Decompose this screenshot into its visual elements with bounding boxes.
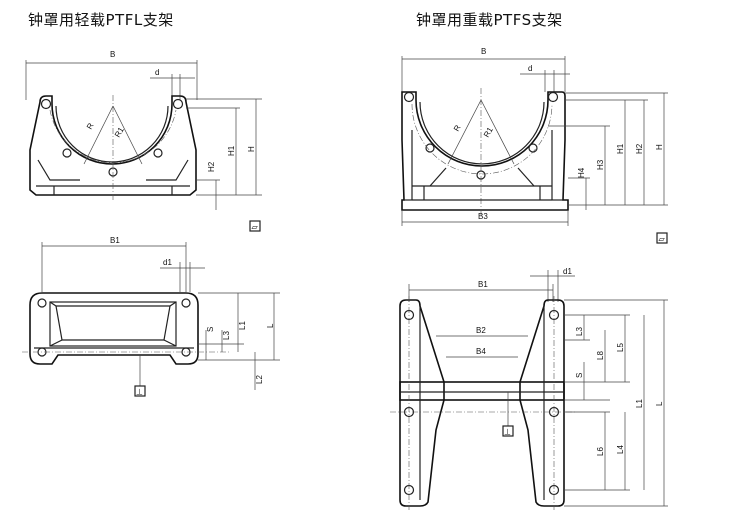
dim-d-right: d (528, 64, 532, 73)
ptfs-top-view: B1 d1 B2 B4 (390, 267, 668, 510)
dim-B1-right: B1 (478, 280, 488, 289)
dim-B3: B3 (478, 212, 488, 221)
dim-R: R (85, 121, 96, 131)
flatness-symbol-right: ▱ (659, 235, 666, 244)
dim-H1-right: H1 (616, 143, 625, 154)
dim-L6: L6 (596, 447, 605, 456)
dim-d: d (155, 68, 159, 77)
dim-S-left: S (206, 327, 215, 332)
dim-B-right: B (481, 47, 486, 56)
dim-H: H (247, 146, 256, 152)
dim-H4: H4 (577, 167, 586, 178)
dim-H-right: H (655, 144, 664, 150)
dim-R1-right: R1 (482, 125, 495, 139)
dim-L5: L5 (616, 343, 625, 352)
dim-L1-left: L1 (238, 321, 247, 330)
dim-d1-right: d1 (563, 267, 572, 276)
dim-R1: R1 (113, 125, 126, 139)
dim-H2-right: H2 (635, 143, 644, 154)
dim-H3: H3 (596, 159, 605, 170)
dim-B: B (110, 50, 115, 59)
dim-R-right: R (452, 123, 463, 133)
ptfs-front-view: B d R R1 B3 (401, 47, 668, 244)
perpendicular-symbol-left: ⊥ (136, 388, 143, 397)
dim-L2: L2 (255, 375, 264, 384)
dim-L-left: L (266, 323, 275, 328)
dim-S-right: S (575, 373, 584, 378)
dim-B4: B4 (476, 347, 486, 356)
dim-H2: H2 (207, 161, 216, 172)
dim-d1: d1 (163, 258, 172, 267)
ptfl-top-view: B1 d1 S L3 L1 L2 L ⊥ (22, 236, 280, 397)
title-light-bracket: 钟罩用轻载PTFL支架 (28, 11, 174, 29)
dim-B1: B1 (110, 236, 120, 245)
dim-L4: L4 (616, 445, 625, 454)
title-heavy-bracket: 钟罩用重载PTFS支架 (416, 11, 563, 29)
dim-L3-right: L3 (575, 327, 584, 336)
dim-L-right: L (655, 401, 664, 406)
perpendicular-symbol-right: ⊥ (504, 428, 511, 437)
dim-L8: L8 (596, 351, 605, 360)
ptfl-front-view: B d R R1 (25, 50, 262, 232)
dim-B2: B2 (476, 326, 486, 335)
dim-L1-right: L1 (635, 399, 644, 408)
flatness-symbol-left: ▱ (252, 223, 259, 232)
dim-L3-left: L3 (222, 331, 231, 340)
dim-H1: H1 (227, 145, 236, 156)
